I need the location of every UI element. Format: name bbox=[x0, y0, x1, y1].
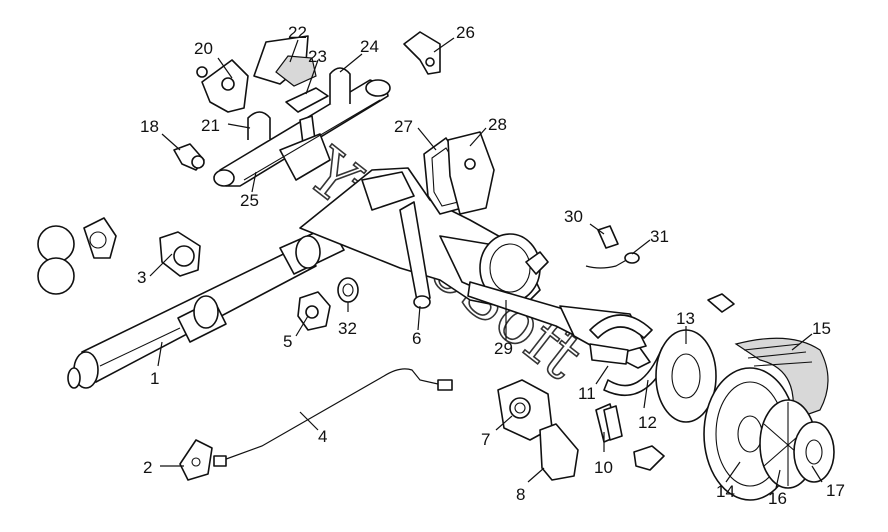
callout-3: 3 bbox=[137, 268, 146, 287]
leader-lines bbox=[149, 37, 823, 489]
callout-5: 5 bbox=[283, 332, 292, 351]
mount-bolt bbox=[173, 143, 205, 171]
callout-21: 21 bbox=[201, 116, 220, 135]
callout-17: 17 bbox=[826, 481, 845, 500]
callout-15: 15 bbox=[812, 319, 831, 338]
callout-29: 29 bbox=[494, 339, 513, 358]
callout-11: 11 bbox=[578, 384, 596, 403]
support-rod bbox=[399, 201, 431, 309]
abs-sensor bbox=[597, 225, 619, 249]
flex-disc bbox=[297, 291, 331, 331]
callout-28: 28 bbox=[488, 115, 507, 134]
center-bearing bbox=[159, 231, 201, 277]
small-bracket bbox=[707, 293, 735, 313]
callout-20: 20 bbox=[194, 39, 213, 58]
callout-24: 24 bbox=[360, 37, 379, 56]
callout-23: 23 bbox=[308, 47, 327, 66]
cable-clip bbox=[179, 439, 213, 481]
differential-cover bbox=[447, 131, 495, 215]
callout-32: 32 bbox=[338, 319, 357, 338]
subframe-mount-left bbox=[196, 59, 249, 113]
callout-7: 7 bbox=[481, 430, 490, 449]
brake-wear-sensor-cable bbox=[213, 368, 453, 467]
callout-16: 16 bbox=[768, 489, 787, 508]
callout-labels: 1 2 3 4 5 6 7 8 10 11 12 13 14 15 16 17 … bbox=[137, 23, 845, 508]
callout-25: 25 bbox=[240, 191, 259, 210]
axle-bush bbox=[337, 277, 359, 303]
callout-18: 18 bbox=[140, 117, 159, 136]
callout-30: 30 bbox=[564, 207, 583, 226]
callout-1: 1 bbox=[150, 369, 159, 388]
caliper-carrier bbox=[539, 423, 579, 481]
u-bolt-left bbox=[247, 111, 271, 140]
callout-27: 27 bbox=[394, 117, 413, 136]
differential-housing bbox=[299, 167, 651, 369]
callout-12: 12 bbox=[638, 413, 657, 432]
hub-cap bbox=[793, 421, 835, 483]
rubber-bushings bbox=[37, 217, 117, 295]
tyre bbox=[734, 337, 829, 421]
callout-10: 10 bbox=[594, 458, 613, 477]
brake-caliper bbox=[497, 379, 553, 441]
bracket bbox=[403, 31, 441, 75]
callout-2: 2 bbox=[143, 458, 152, 477]
callout-13: 13 bbox=[676, 309, 695, 328]
brake-pads bbox=[595, 403, 623, 443]
callout-31: 31 bbox=[650, 227, 669, 246]
callout-22: 22 bbox=[288, 23, 307, 42]
subframe-crossmember bbox=[213, 79, 391, 187]
callout-14: 14 bbox=[716, 482, 735, 501]
abs-sensor-cable bbox=[585, 252, 640, 269]
u-bolt-right bbox=[329, 67, 351, 104]
callout-8: 8 bbox=[516, 485, 525, 504]
callout-6: 6 bbox=[412, 329, 421, 348]
subframe-mount-center bbox=[253, 35, 317, 87]
callout-26: 26 bbox=[456, 23, 475, 42]
callout-4: 4 bbox=[318, 427, 327, 446]
wear-indicator bbox=[633, 445, 665, 471]
